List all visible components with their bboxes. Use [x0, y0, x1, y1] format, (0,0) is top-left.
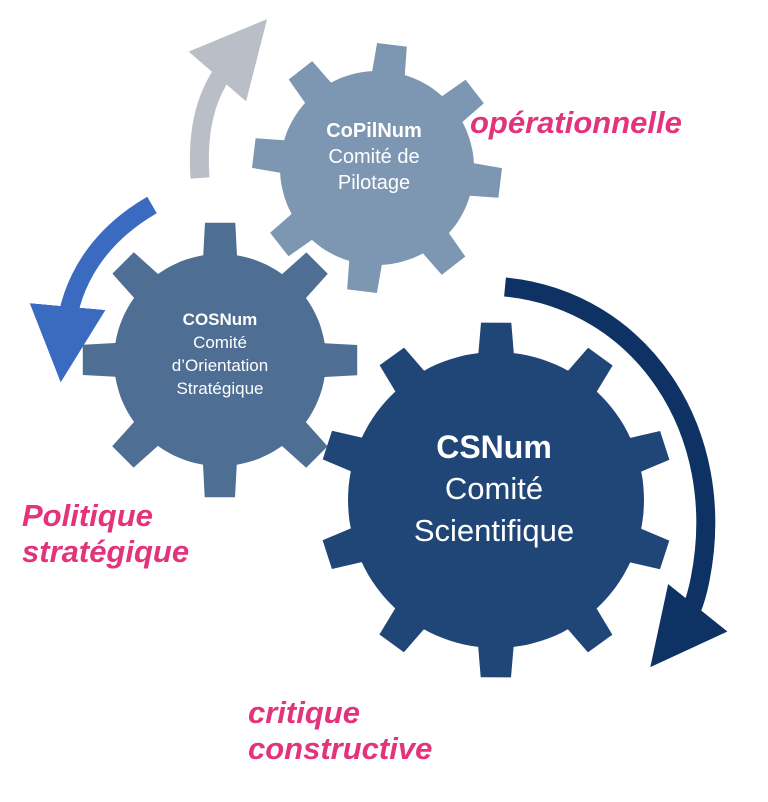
csnum-line1: Comité	[444, 471, 544, 506]
cosnum-title: COSNum	[182, 310, 258, 329]
csnum-label: CSNum Comité Scientifique	[414, 426, 574, 552]
label-politique-strategique: Politique stratégique	[22, 498, 189, 569]
csnum-title: CSNum	[436, 429, 552, 465]
label-strategique: stratégique	[22, 533, 190, 569]
label-constructive: constructive	[248, 730, 433, 766]
cosnum-label: COSNum Comité d’Orientation Stratégique	[172, 308, 268, 400]
label-politique: Politique	[22, 498, 153, 533]
copilnum-line2: Pilotage	[337, 172, 411, 194]
label-critique-constructive: critique constructive	[248, 695, 432, 766]
cycle-arrow-gray	[188, 19, 268, 179]
copilnum-line1: Comité de	[328, 146, 420, 168]
cosnum-line1: Comité	[193, 333, 247, 352]
gear-csnum	[322, 322, 670, 678]
cycle-arrow-blue	[29, 196, 157, 383]
gear-copilnum	[252, 43, 502, 293]
label-operationnelle: opérationnelle	[470, 105, 682, 140]
csnum-line2: Scientifique	[413, 513, 575, 548]
copilnum-title: CoPilNum	[326, 120, 422, 142]
cosnum-line3: Stratégique	[176, 379, 264, 398]
label-critique: critique	[248, 695, 360, 730]
cycle-arrow-navy	[504, 277, 728, 668]
copilnum-label: CoPilNum Comité de Pilotage	[326, 118, 422, 196]
cosnum-line2: d’Orientation	[171, 356, 269, 375]
gear-cosnum	[82, 222, 358, 498]
